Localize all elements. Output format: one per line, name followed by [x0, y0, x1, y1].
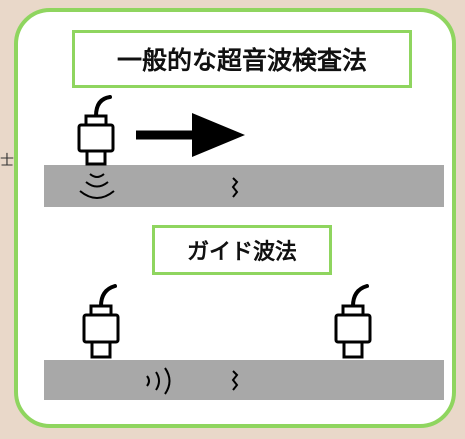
- cropped-edge-text: 士: [0, 153, 14, 169]
- test-plate-top: [44, 165, 444, 207]
- arrow-right-icon: [136, 113, 245, 157]
- probe-icon: [77, 95, 115, 166]
- conventional-method-title: 一般的な超音波検査法: [72, 30, 412, 88]
- ultrasound-wave-icon: [79, 173, 115, 199]
- probe-icon: [82, 284, 120, 359]
- test-plate-bottom: [44, 360, 444, 400]
- crack-icon: [231, 177, 239, 198]
- probe-icon: [334, 284, 372, 359]
- guided-wave-method-title: ガイド波法: [152, 225, 332, 275]
- ultrasound-wave-icon: [146, 367, 171, 395]
- crack-icon: [231, 370, 239, 391]
